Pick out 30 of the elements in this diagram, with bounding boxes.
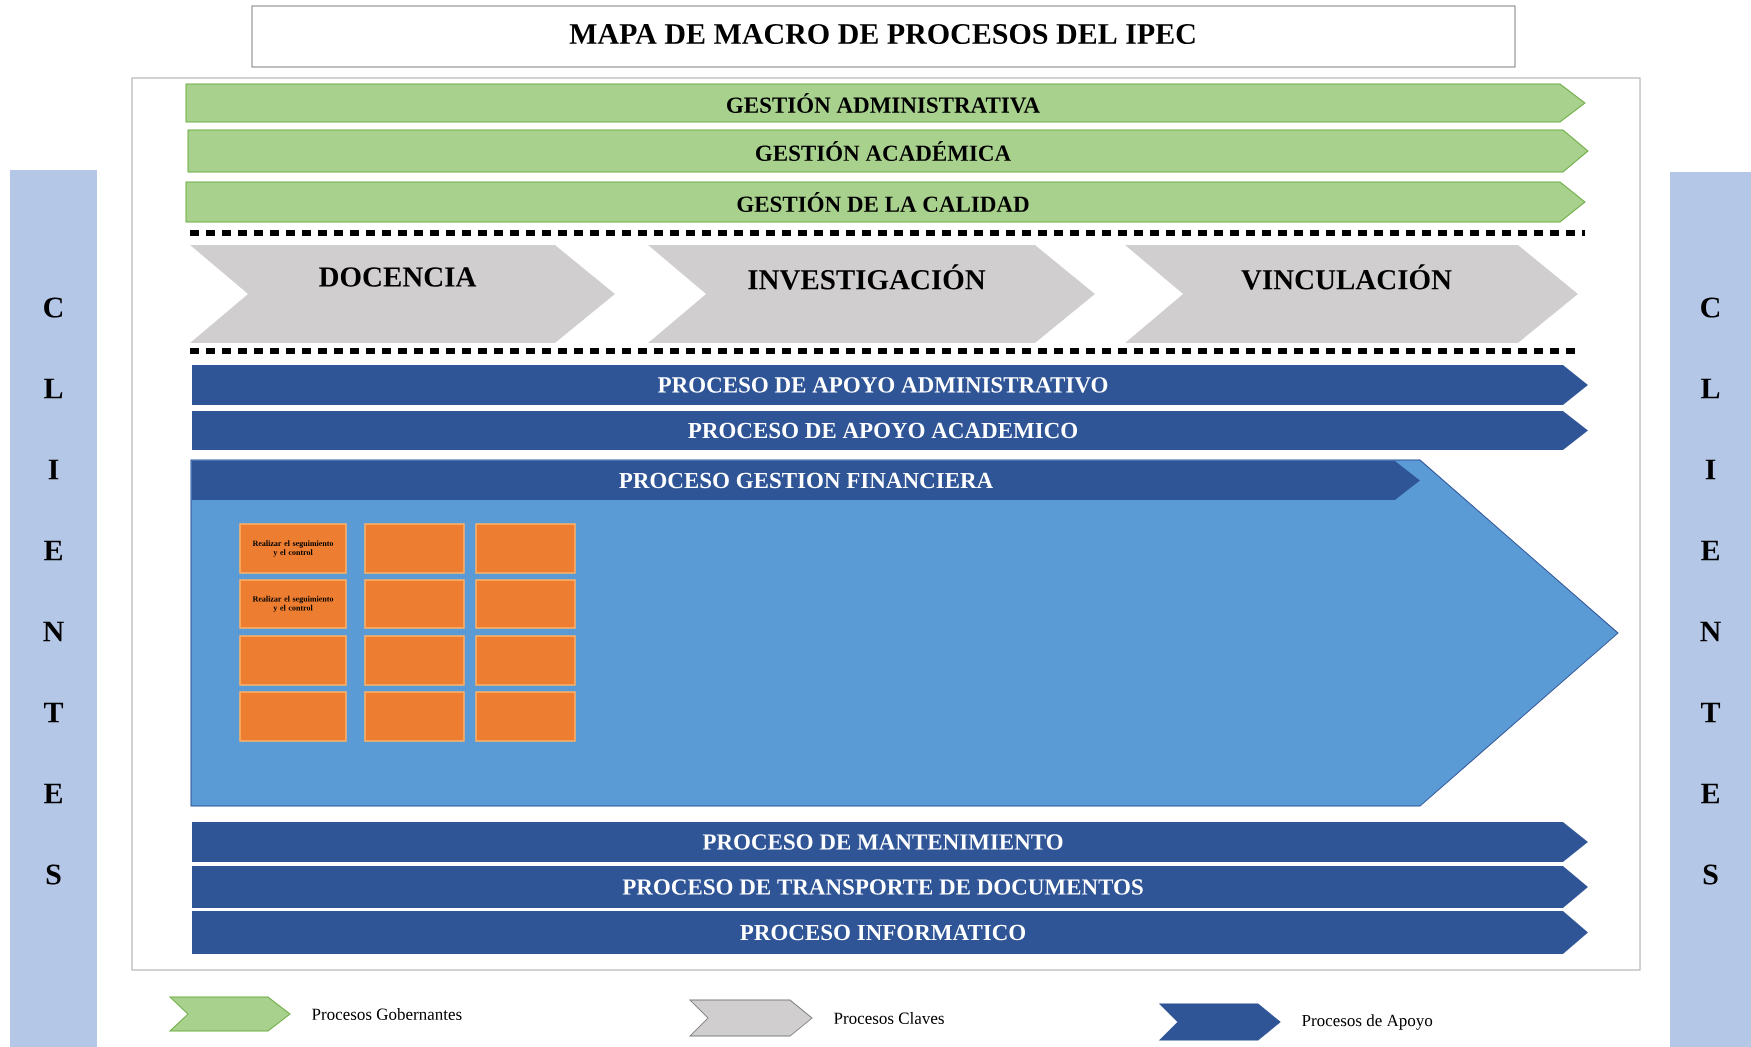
legend-label: Procesos Claves [834, 1012, 944, 1024]
header-banner: PROCESO GESTION FINANCIERA [192, 461, 1420, 500]
activity-box [364, 635, 465, 686]
clients-bar: C L I E N T E S [10, 170, 97, 1047]
process-banner: PROCESO DE APOYO ACADEMICO [192, 411, 1588, 450]
process-banner: GESTIÓN ADMINISTRATIVA [185, 83, 1586, 123]
title-box: MAPA DE MACRO DE PROCESOS DEL IPEC [251, 5, 1516, 68]
activity-box [475, 691, 576, 742]
activity-box [475, 579, 576, 629]
process-banner: PROCESO INFORMATICO [192, 911, 1588, 954]
process-banner: GESTIÓN ACADÉMICA [187, 129, 1589, 173]
process-banner: GESTIÓN DE LA CALIDAD [185, 181, 1586, 223]
activity-box [239, 691, 347, 742]
key-process-banner: INVESTIGACIÓN [648, 245, 1095, 343]
activity-box [364, 691, 465, 742]
legend-label: Procesos Gobernantes [312, 1008, 462, 1020]
process-banner: PROCESO DE TRANSPORTE DE DOCUMENTOS [192, 866, 1588, 908]
key-process-banner: DOCENCIA [190, 245, 615, 343]
activity-box [475, 635, 576, 686]
activity-box: Realizar el seguimiento y el control [239, 579, 347, 629]
activity-box [364, 523, 465, 574]
legend-label: Procesos de Apoyo [1302, 1014, 1433, 1030]
key-process-banner: VINCULACIÓN [1125, 245, 1578, 343]
activity-box [239, 635, 347, 686]
clients-bar: C L I E N T E S [1670, 172, 1751, 1047]
activity-box [364, 579, 465, 629]
process-banner: PROCESO DE APOYO ADMINISTRATIVO [192, 365, 1588, 405]
activity-box [475, 523, 576, 574]
activity-box: Realizar el seguimiento y el control [239, 523, 347, 574]
process-banner: PROCESO DE MANTENIMIENTO [192, 822, 1588, 862]
